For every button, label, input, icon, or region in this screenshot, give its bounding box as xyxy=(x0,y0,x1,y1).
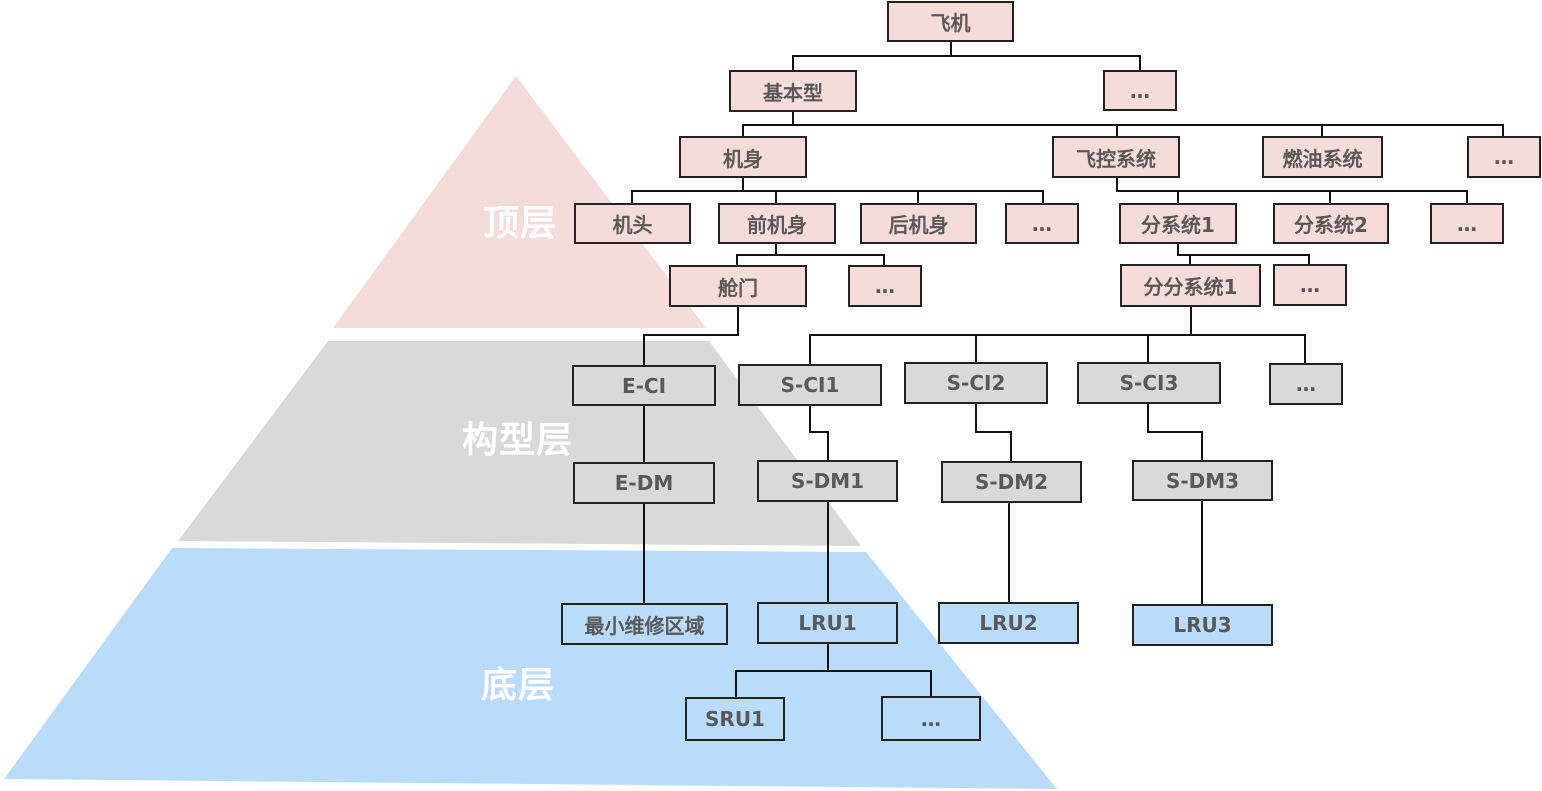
node-min-repair-area[interactable]: 最小维修区域 xyxy=(561,603,728,645)
pyramid-top-layer xyxy=(333,76,706,328)
node-fuel-system[interactable]: 燃油系统 xyxy=(1262,136,1383,178)
node-basic-type[interactable]: 基本型 xyxy=(729,70,857,112)
node-basic-more[interactable]: … xyxy=(1103,70,1177,111)
tree-connectors xyxy=(631,41,1504,698)
node-forward-more[interactable]: … xyxy=(848,265,922,307)
node-e-ci[interactable]: E-CI xyxy=(572,365,716,406)
node-s-dm3[interactable]: S-DM3 xyxy=(1132,460,1273,501)
config-layer-label: 构型层 xyxy=(462,420,574,461)
node-subsystem-2[interactable]: 分系统2 xyxy=(1273,203,1389,244)
node-system-more[interactable]: … xyxy=(1467,136,1541,178)
node-e-dm[interactable]: E-DM xyxy=(573,462,715,504)
node-subsystem-1[interactable]: 分系统1 xyxy=(1119,203,1237,244)
node-sub-subsystem-more[interactable]: … xyxy=(1273,264,1347,306)
node-hatch[interactable]: 舱门 xyxy=(669,265,807,307)
node-subsystem-more[interactable]: … xyxy=(1430,203,1504,244)
node-lru2[interactable]: LRU2 xyxy=(938,602,1079,644)
node-s-dm1[interactable]: S-DM1 xyxy=(757,460,898,502)
node-forward-fuselage[interactable]: 前机身 xyxy=(718,203,836,244)
node-nose[interactable]: 机头 xyxy=(574,203,691,244)
node-lru1[interactable]: LRU1 xyxy=(757,602,898,644)
node-ci-more[interactable]: … xyxy=(1269,363,1343,405)
top-layer-label: 顶层 xyxy=(483,203,558,244)
node-aft-fuselage[interactable]: 后机身 xyxy=(860,203,977,244)
node-s-ci3[interactable]: S-CI3 xyxy=(1077,362,1221,404)
bottom-layer-label: 底层 xyxy=(481,665,556,706)
node-s-ci1[interactable]: S-CI1 xyxy=(738,364,882,406)
node-flight-control[interactable]: 飞控系统 xyxy=(1052,136,1180,178)
node-sru1[interactable]: SRU1 xyxy=(685,697,785,741)
node-fuselage[interactable]: 机身 xyxy=(679,136,807,178)
node-sub-subsystem-1[interactable]: 分分系统1 xyxy=(1120,264,1261,307)
node-sru-more[interactable]: … xyxy=(881,696,981,741)
node-lru3[interactable]: LRU3 xyxy=(1132,604,1273,646)
node-aircraft[interactable]: 飞机 xyxy=(887,1,1014,42)
node-s-ci2[interactable]: S-CI2 xyxy=(904,362,1048,404)
node-s-dm2[interactable]: S-DM2 xyxy=(941,461,1082,503)
node-fuselage-more[interactable]: … xyxy=(1005,203,1079,244)
